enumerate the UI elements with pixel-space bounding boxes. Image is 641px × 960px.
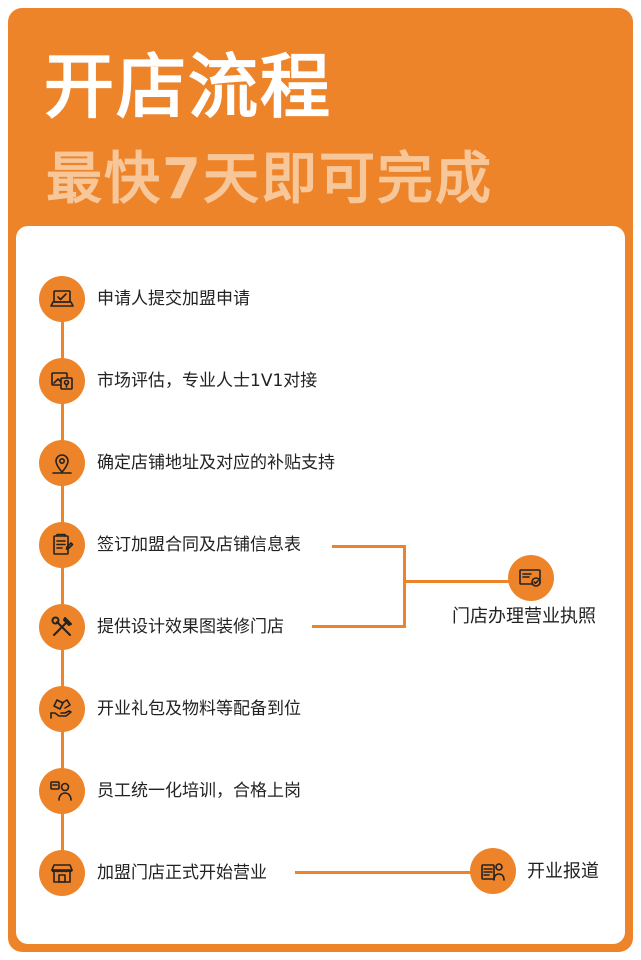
connector-bracket — [403, 545, 406, 628]
page-subtitle: 最快7天即可完成 — [46, 147, 493, 212]
step-label-2: 市场评估，专业人士1V1对接 — [97, 371, 318, 391]
page-title: 开店流程 — [44, 46, 332, 128]
step-label-6: 开业礼包及物料等配备到位 — [97, 699, 301, 719]
certificate-icon — [508, 555, 554, 601]
gift-package-icon — [39, 686, 85, 732]
connector-step4 — [332, 545, 406, 548]
tools-icon — [39, 604, 85, 650]
step-label-5: 提供设计效果图装修门店 — [97, 617, 284, 637]
step-label-8: 加盟门店正式开始营业 — [97, 863, 267, 883]
connector-license — [403, 580, 513, 583]
step-label-7: 员工统一化培训，合格上岗 — [97, 781, 301, 801]
connector-step5 — [312, 625, 406, 628]
side-label-license: 门店办理营业执照 — [452, 606, 596, 627]
news-report-icon — [470, 848, 516, 894]
trainer-icon — [39, 768, 85, 814]
side-label-report: 开业报道 — [527, 861, 599, 882]
laptop-icon — [39, 276, 85, 322]
location-pin-icon — [39, 440, 85, 486]
storefront-icon — [39, 850, 85, 896]
step-label-1: 申请人提交加盟申请 — [97, 289, 250, 309]
timeline-line — [61, 296, 64, 868]
contract-document-icon — [39, 522, 85, 568]
map-photo-icon — [39, 358, 85, 404]
connector-report — [295, 871, 475, 874]
step-label-3: 确定店铺地址及对应的补贴支持 — [97, 453, 335, 473]
step-label-4: 签订加盟合同及店铺信息表 — [97, 535, 301, 555]
